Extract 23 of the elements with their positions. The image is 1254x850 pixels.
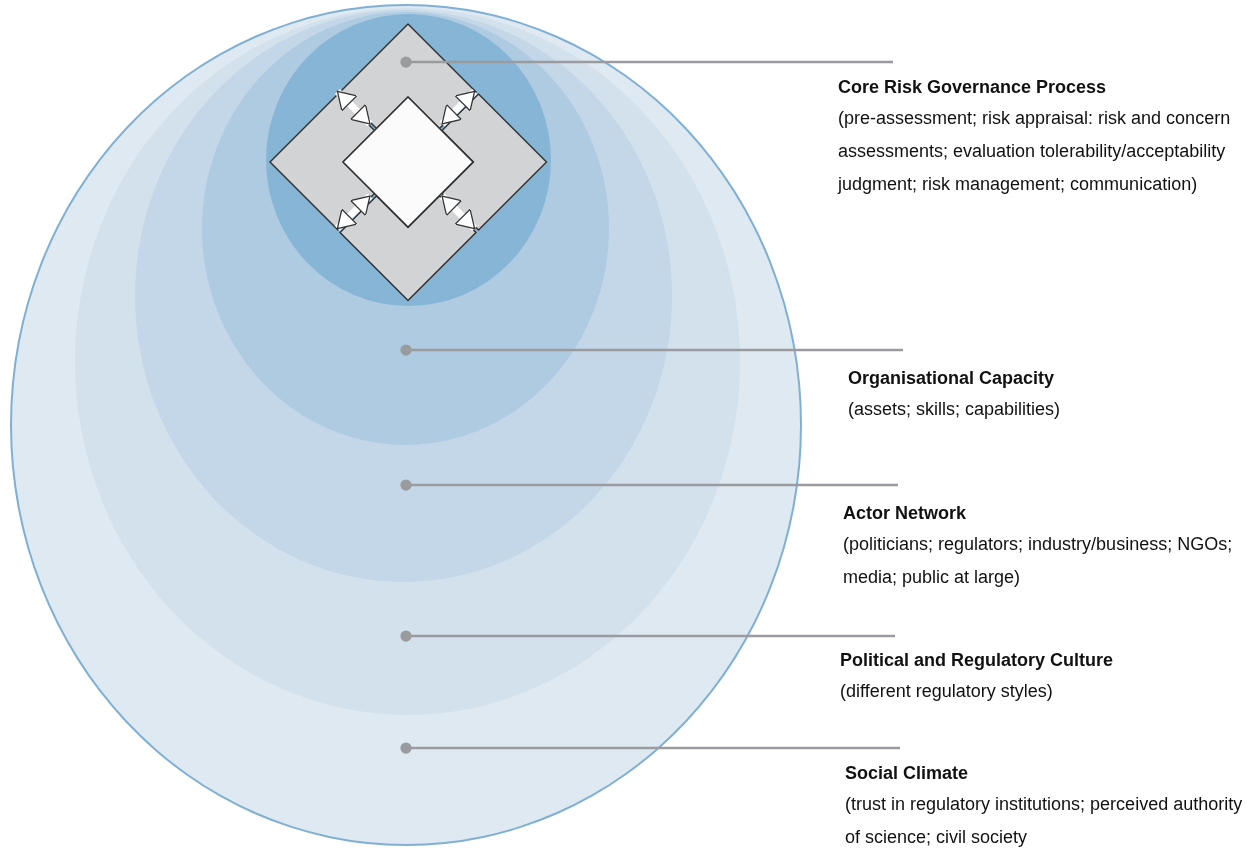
leader-line — [400, 630, 895, 642]
heading: Core Risk Governance Process — [838, 76, 1108, 99]
leader-line — [400, 344, 903, 356]
double-arrow — [334, 193, 373, 232]
description-text: (assets; skills; capabilities) — [848, 398, 1062, 421]
leader-line — [400, 742, 900, 754]
leader-line — [400, 56, 893, 68]
diamond-shape — [343, 97, 473, 227]
heading: Actor Network — [843, 502, 968, 525]
description-text: (trust in regulatory institutions; perceived authority of science; civil society — [845, 793, 1244, 849]
description-text: (pre-assessment; risk appraisal: risk and concern assessments; evaluation tolerability/acceptability judgment; risk management; communication) — [838, 107, 1232, 196]
diamond-shape — [340, 195, 476, 300]
diamond-shape — [441, 94, 546, 230]
description-text: (different regulatory styles) — [840, 680, 1054, 703]
description-text: (politicians; regulators; industry/business; NGOs; media; public at large) — [843, 533, 1234, 589]
heading: Political and Regulatory Culture — [840, 649, 1115, 672]
diamond-shape — [270, 94, 375, 230]
leader-line — [400, 479, 898, 491]
double-arrow — [439, 193, 478, 232]
heading: Organisational Capacity — [848, 367, 1056, 390]
heading: Social Climate — [845, 762, 970, 785]
double-arrow — [439, 88, 478, 127]
double-arrow — [334, 88, 373, 127]
